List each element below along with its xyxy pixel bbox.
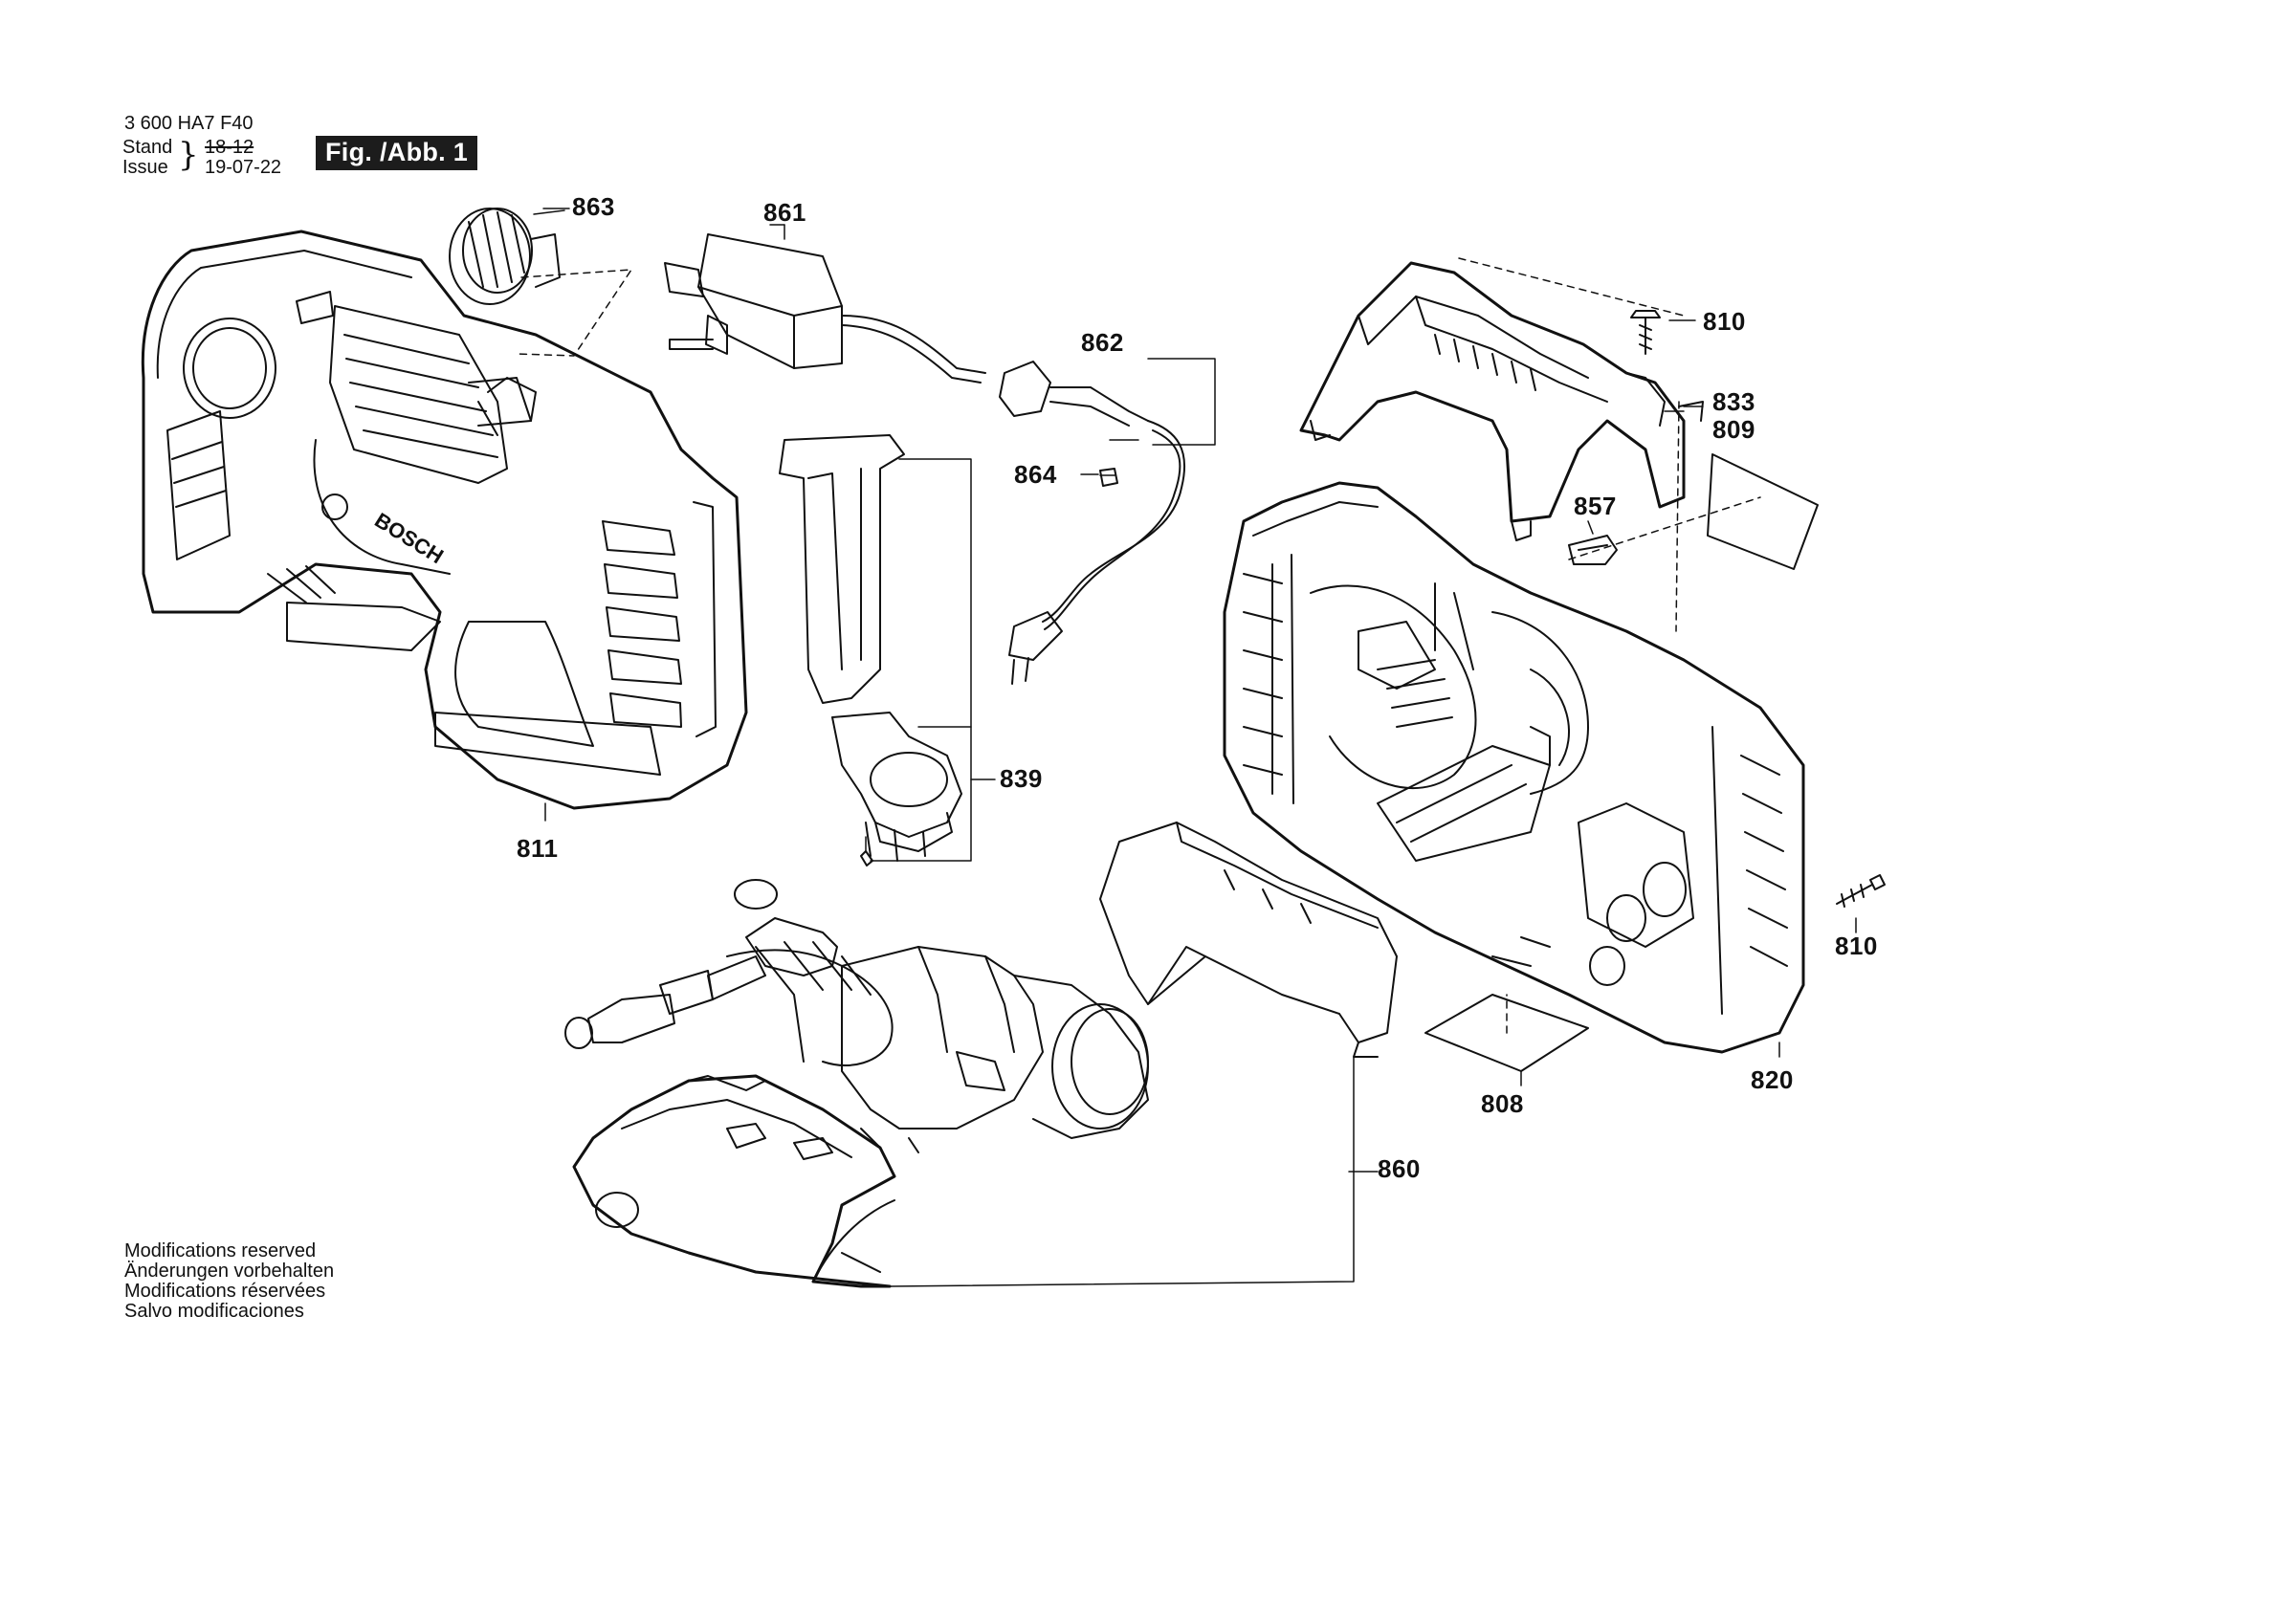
issue-label: Issue	[122, 157, 168, 178]
screw-810-top	[1631, 311, 1695, 631]
note-es: Salvo modificaciones	[124, 1301, 304, 1322]
callout-861: 861	[763, 198, 806, 227]
stand-value: 18-12	[205, 137, 254, 158]
handle-839	[780, 435, 971, 866]
note-fr: Modifications réservées	[124, 1281, 326, 1302]
document-number: 3 600 HA7 F40	[124, 113, 254, 134]
callout-857: 857	[1574, 492, 1617, 520]
callout-839: 839	[1000, 764, 1043, 793]
motor-assembly-860	[565, 822, 1397, 1286]
callout-820: 820	[1751, 1065, 1794, 1094]
callout-808: 808	[1481, 1089, 1524, 1118]
issue-value: 19-07-22	[205, 157, 282, 178]
stand-label: Stand	[122, 137, 173, 158]
callout-810-top: 810	[1703, 307, 1746, 336]
callout-810-right: 810	[1835, 932, 1878, 960]
rear-housing-820	[1225, 483, 1803, 1057]
note-de: Änderungen vorbehalten	[124, 1261, 335, 1282]
callout-862: 862	[1081, 328, 1124, 357]
upper-cover-833	[1301, 258, 1703, 540]
callout-809: 809	[1712, 415, 1755, 444]
callout-811: 811	[517, 834, 559, 863]
screw-810-right	[1837, 875, 1885, 932]
leader-lines	[543, 208, 1684, 1172]
callout-864: 864	[1014, 460, 1057, 489]
callout-860: 860	[1378, 1154, 1421, 1183]
front-housing-811	[143, 231, 746, 821]
knob-863	[450, 208, 631, 356]
label-plate-809	[1569, 406, 1818, 569]
power-cord-862	[1000, 359, 1215, 684]
modifications-notes: Modifications reserved Änderungen vorbeh…	[124, 1241, 334, 1322]
switch-box-861	[665, 225, 985, 383]
plug-857	[1569, 521, 1617, 564]
figure-label: Fig. /Abb. 1	[316, 136, 478, 170]
callout-833: 833	[1712, 387, 1755, 416]
label-plate-808	[1425, 995, 1588, 1086]
brace-symbol: }	[178, 136, 199, 174]
note-en: Modifications reserved	[124, 1240, 317, 1261]
callout-863: 863	[572, 192, 615, 221]
